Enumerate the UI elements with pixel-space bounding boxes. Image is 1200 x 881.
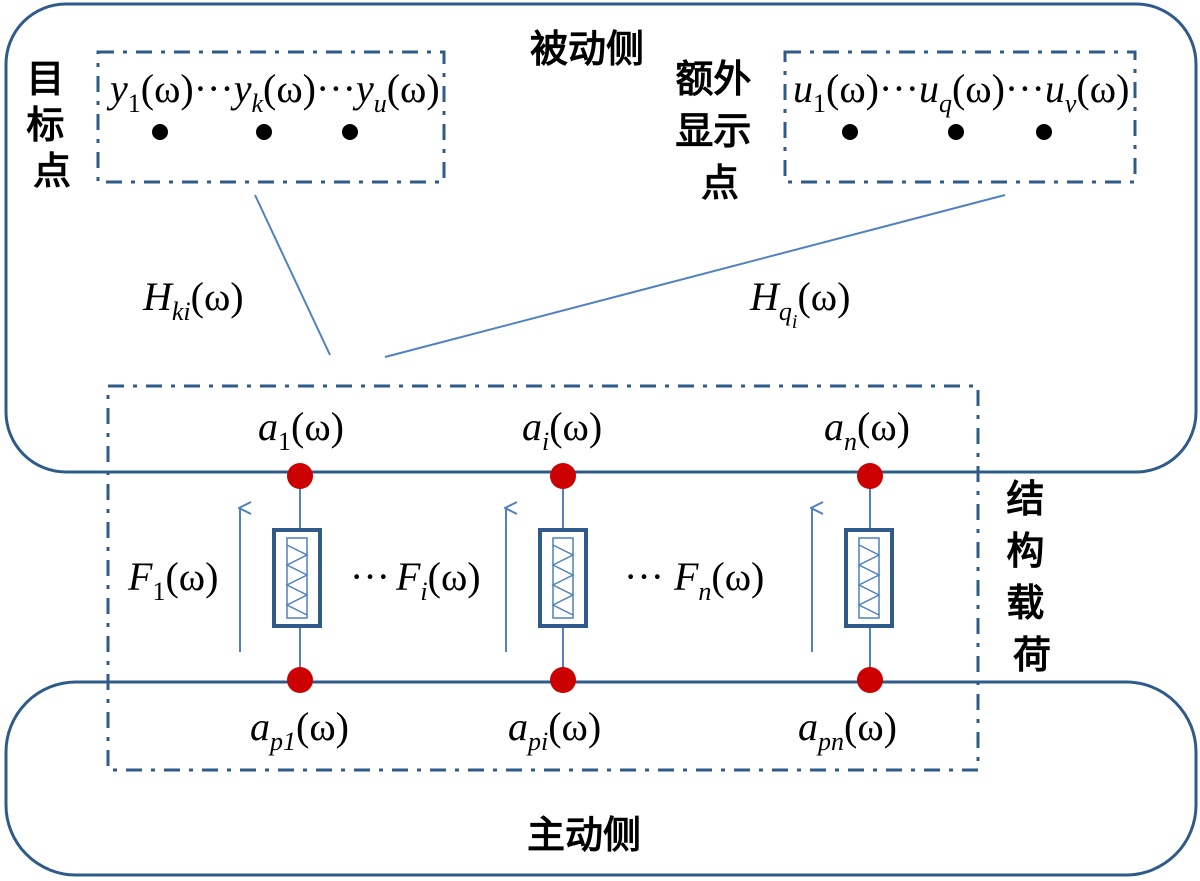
an-label: an(ω) (824, 404, 910, 456)
fn-label: ···Fn(ω) (624, 554, 764, 606)
hqi-label: Hqi(ω) (749, 274, 850, 333)
spring-damper-i (538, 528, 588, 628)
extra-points-box (783, 50, 1137, 184)
mount-i (506, 463, 588, 693)
transfer-line-hqi (384, 194, 1006, 358)
extra-point-1 (842, 124, 858, 140)
structural-load-label: 结 构 载 荷 (1006, 477, 1057, 677)
target-point-k (256, 124, 272, 140)
mount-node-top-1 (287, 463, 313, 489)
mount-1 (240, 463, 322, 693)
target-point-u (342, 124, 358, 140)
mount-node-top-i (550, 463, 576, 489)
mount-node-top-n (857, 463, 883, 489)
passive-side-frame (4, 2, 1198, 474)
extra-point-v (1036, 124, 1052, 140)
api-label: api(ω) (508, 704, 601, 756)
apn-label: apn(ω) (798, 704, 897, 756)
ap1-label: ap1(ω) (250, 704, 349, 756)
spring-damper-1 (272, 528, 322, 628)
hki-label: Hki(ω) (142, 274, 244, 326)
a1-label: a1(ω) (258, 404, 344, 456)
mount-node-bottom-i (550, 667, 576, 693)
f1-label: F1(ω) (127, 554, 218, 606)
fi-label: ···Fi(ω) (350, 554, 481, 606)
passive-side-label: 被动侧 (530, 27, 644, 71)
target-points-label: 目 标 点 (26, 57, 77, 193)
active-side-label: 主动侧 (527, 813, 641, 857)
extra-points-label: 额外 显示 点 (675, 57, 764, 205)
active-side-frame (4, 680, 1198, 877)
transfer-line-hki (254, 194, 331, 356)
spring-damper-n (844, 528, 894, 628)
target-points-box (96, 50, 446, 184)
mount-node-bottom-1 (287, 667, 313, 693)
extra-points-math: u1(ω)···uq(ω)···uv(ω) (793, 66, 1129, 118)
mount-n (812, 463, 894, 693)
target-point-1 (152, 124, 168, 140)
mount-node-bottom-n (857, 667, 883, 693)
ai-label: ai(ω) (522, 404, 602, 456)
extra-point-q (948, 124, 964, 140)
target-points-math: y1(ω)···yk(ω)···yu(ω) (106, 66, 440, 118)
